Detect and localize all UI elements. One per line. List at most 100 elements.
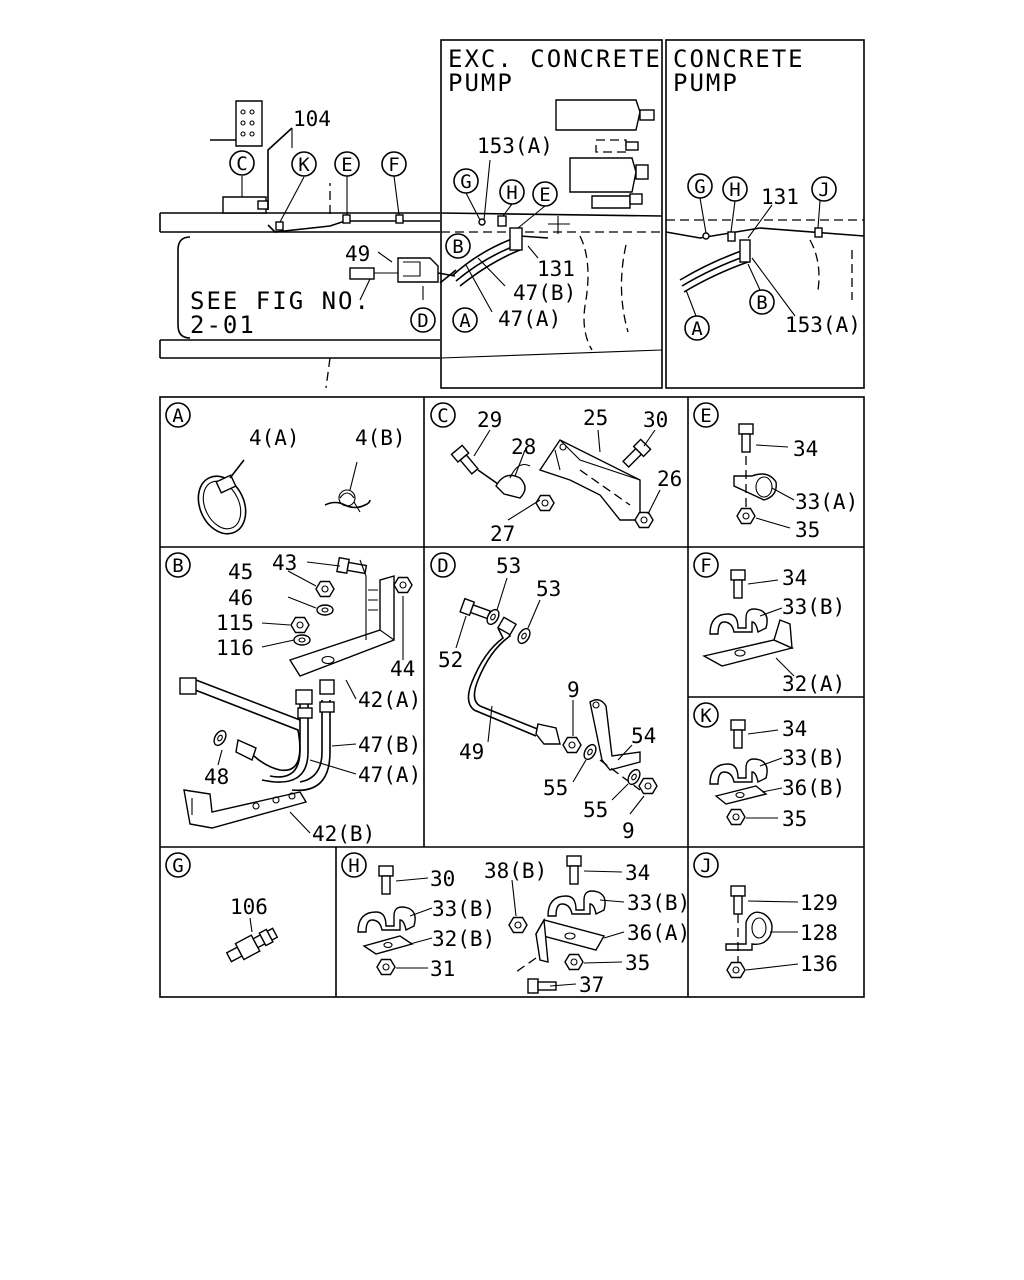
conc-callout-G: G	[687, 173, 713, 199]
hose-47-drawing	[179, 677, 335, 792]
svg-text:B: B	[452, 236, 463, 258]
label-54: 54	[631, 724, 656, 748]
label-49: 49	[345, 242, 370, 266]
conc-callout-B: B	[749, 289, 775, 315]
svg-text:A: A	[459, 310, 471, 332]
plate-36b-drawing	[714, 785, 768, 805]
exc-panel-title-line1: EXC. CONCRETE	[448, 45, 662, 73]
detail-key-H: H	[341, 852, 367, 878]
svg-text:B: B	[756, 292, 767, 314]
label-55-left: 55	[543, 776, 568, 800]
callout-C: C	[229, 150, 255, 176]
exc-concrete-pump-panel	[440, 39, 663, 389]
label-47a: 47(A)	[358, 763, 421, 787]
bracket-42b-drawing	[183, 789, 308, 829]
fitting-106-drawing	[225, 927, 279, 963]
conc-panel-drawing	[665, 197, 865, 317]
clip-28-drawing	[495, 463, 531, 499]
svg-text:A: A	[691, 318, 703, 340]
label-52: 52	[438, 648, 463, 672]
svg-text:F: F	[700, 555, 711, 577]
svg-text:F: F	[388, 154, 399, 176]
label-116: 116	[216, 636, 254, 660]
exc-callout-H: H	[499, 179, 525, 205]
label-33a: 33(A)	[795, 490, 858, 514]
conc-callout-H: H	[722, 176, 748, 202]
label-104: 104	[293, 107, 331, 131]
svg-text:K: K	[298, 154, 310, 176]
pipe-49-drawing	[467, 616, 561, 745]
callout-K: K	[291, 151, 317, 177]
svg-text:J: J	[818, 179, 829, 201]
overview-left-leaders	[241, 128, 400, 263]
label-36a: 36(A)	[627, 921, 690, 945]
svg-text:A: A	[172, 405, 184, 427]
label-55-right: 55	[583, 798, 608, 822]
label-128: 128	[800, 921, 838, 945]
label-9-upper: 9	[567, 678, 580, 702]
callout-B: B	[445, 233, 471, 259]
detail-key-F: F	[693, 552, 719, 578]
label-43: 43	[272, 551, 297, 575]
svg-text:G: G	[460, 171, 471, 193]
callout-A: A	[452, 307, 478, 333]
svg-text:G: G	[172, 855, 183, 877]
label-42b: 42(B)	[312, 822, 375, 846]
label-47b: 47(B)	[513, 281, 576, 305]
detail-A: A 4(A) 4(B)	[165, 402, 406, 535]
detail-F: F 34 33(B) 32(A)	[693, 552, 845, 696]
label-36b: 36(B)	[782, 776, 845, 800]
label-106: 106	[230, 895, 268, 919]
exc-label-153a: 153(A)	[477, 134, 553, 158]
detail-J: J 129 128 136	[693, 852, 838, 979]
label-35: 35	[782, 807, 807, 831]
svg-text:D: D	[417, 310, 428, 332]
label-25: 25	[583, 406, 608, 430]
exc-callout-E: E	[532, 181, 558, 207]
label-33b: 33(B)	[782, 595, 845, 619]
detail-key-E: E	[693, 402, 719, 428]
overview-left-callouts: C K E F B D A	[229, 150, 478, 333]
exc-panel-callouts: G H E	[453, 168, 558, 207]
label-37: 37	[579, 973, 604, 997]
conc-callout-A: A	[684, 315, 710, 341]
label-46: 46	[228, 586, 253, 610]
clip-4b-drawing	[324, 461, 371, 513]
label-34: 34	[782, 566, 807, 590]
bracket-25-drawing	[538, 439, 641, 521]
label-53-upper: 53	[496, 554, 521, 578]
label-129: 129	[800, 891, 838, 915]
detail-grid-frame	[159, 396, 865, 998]
conc-panel-title-line1: CONCRETE	[673, 45, 805, 73]
label-30: 30	[430, 867, 455, 891]
label-29: 29	[477, 408, 502, 432]
detail-D: D 53 53 52 9 54 49 55	[430, 552, 658, 843]
label-34: 34	[782, 717, 807, 741]
label-44: 44	[390, 657, 415, 681]
detail-key-A: A	[165, 402, 191, 428]
label-34: 34	[625, 861, 650, 885]
svg-text:H: H	[506, 182, 517, 204]
see-fig-note: SEE FIG NO.	[190, 287, 371, 315]
label-32b: 32(B)	[432, 927, 495, 951]
detail-K: K 34 33(B) 36(B) 35	[693, 702, 845, 831]
label-27: 27	[490, 522, 515, 546]
conc-label-153a: 153(A)	[785, 313, 861, 337]
bracket-42a-drawing	[288, 559, 395, 677]
svg-text:C: C	[236, 153, 247, 175]
label-35: 35	[795, 518, 820, 542]
svg-text:H: H	[348, 855, 359, 877]
detail-C: C 29 25 30 28 26 27	[430, 402, 682, 546]
clamp-33a-drawing	[733, 456, 777, 510]
plate-36a-drawing	[515, 917, 606, 973]
conc-panel-callouts: G H J B A	[684, 173, 837, 341]
cab-bracket-drawing	[210, 100, 269, 214]
label-45: 45	[228, 560, 253, 584]
label-47b: 47(B)	[358, 733, 421, 757]
svg-text:C: C	[437, 405, 448, 427]
label-4a: 4(A)	[249, 426, 300, 450]
svg-text:G: G	[694, 176, 705, 198]
exc-panel-drawing	[440, 99, 663, 359]
detail-key-D: D	[430, 552, 456, 578]
detail-key-B: B	[165, 552, 191, 578]
